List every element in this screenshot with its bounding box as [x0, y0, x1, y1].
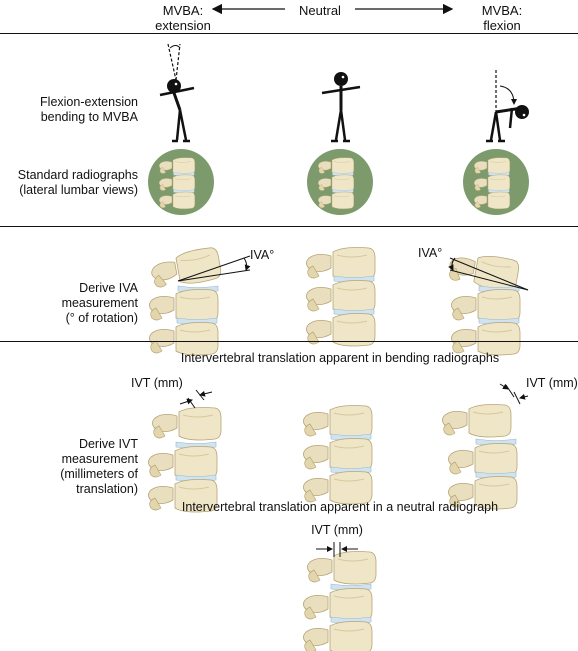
- label-radiographs: Standard radiographs (lateral lumbar vie…: [17, 168, 138, 197]
- header-extension: MVBA: extension: [155, 3, 211, 33]
- ivt-marker-extension: [179, 389, 213, 409]
- ivt-spine-neutral: [303, 406, 372, 505]
- annotation-ivt-flexion: IVT (mm): [526, 376, 578, 390]
- ivt-marker-neutral: [316, 542, 358, 557]
- caption-neutral-translation: Intervertebral translation apparent in a…: [181, 500, 499, 514]
- header-flexion: MVBA: flexion: [481, 3, 523, 33]
- annotation-ivt-extension: IVT (mm): [131, 376, 183, 390]
- divider-2: [0, 226, 578, 227]
- iva-angle-flexion: [448, 257, 529, 291]
- radiograph-extension: [148, 149, 214, 215]
- divider-3: [0, 341, 578, 342]
- figure-flexion-icon: [486, 70, 529, 143]
- annotation-iva-flexion: IVA°: [418, 246, 443, 260]
- iva-spine-flexion: [446, 248, 521, 356]
- annotation-ivt-neutral: IVT (mm): [311, 523, 363, 537]
- ivt-spine-extension: [147, 407, 222, 513]
- annotation-iva-extension: IVA°: [250, 248, 275, 262]
- iva-angle-extension: [177, 255, 251, 282]
- divider-1: [0, 33, 578, 34]
- iva-spine-neutral: [306, 248, 375, 347]
- header-neutral: Neutral: [299, 3, 341, 18]
- figure-extension-icon: [159, 43, 195, 143]
- label-ivt: Derive IVT measurement (millimeters of t…: [60, 437, 138, 496]
- caption-bending-translation: Intervertebral translation apparent in b…: [180, 351, 500, 365]
- label-bending: Flexion-extension bending to MVBA: [40, 95, 138, 124]
- figure-neutral-icon: [321, 72, 361, 143]
- ivt-spine-neutral-radiograph: [302, 551, 377, 651]
- label-iva: Derive IVA measurement (° of rotation): [61, 281, 138, 325]
- ivt-spine-flexion: [441, 404, 518, 510]
- radiograph-flexion: [463, 149, 529, 215]
- iva-spine-extension: [148, 245, 223, 356]
- radiograph-neutral: [307, 149, 373, 215]
- ivt-marker-flexion: [499, 383, 529, 405]
